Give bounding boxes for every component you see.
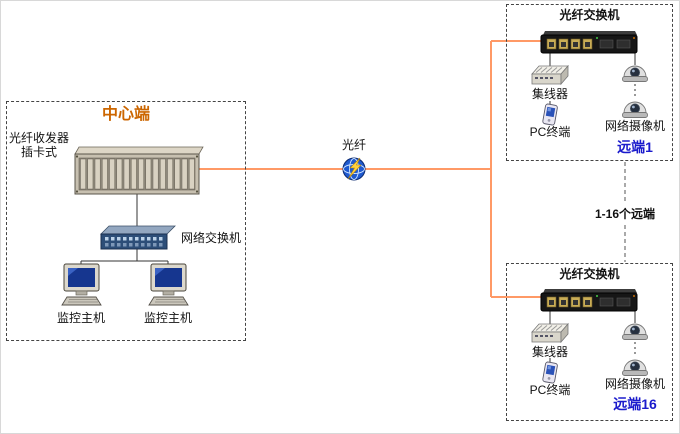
remote-1-name: 远端1: [617, 139, 653, 155]
fiber-label: 光纤: [341, 138, 366, 152]
dome-camera-icon: [620, 355, 650, 377]
remote16-cables: [549, 311, 636, 363]
remote-16-name: 远端16: [613, 396, 657, 412]
remote-1-title: 光纤交换机: [559, 8, 620, 22]
pc-terminal-label: PC终端: [529, 383, 571, 397]
fiber-switch-icon: [536, 27, 640, 57]
network-switch-icon: [97, 223, 177, 253]
dome-camera-icon: [620, 97, 650, 119]
monitor-host-icon: [58, 263, 104, 309]
network-camera-label: 网络摄像机: [604, 119, 665, 133]
globe-fiber-icon: [341, 156, 367, 182]
center-group-box: [6, 101, 246, 341]
dome-camera-icon: [620, 61, 650, 83]
pc-terminal-icon: [540, 103, 560, 127]
fiber-transceiver-rack-icon: [69, 144, 205, 196]
monitor-host-label-right: 监控主机: [143, 311, 192, 325]
remote-1-box: [506, 4, 673, 161]
remote1-cables: [549, 53, 636, 105]
fiber-switch-icon: [536, 285, 640, 315]
pc-terminal-icon: [540, 361, 560, 385]
hub-icon: [530, 64, 570, 88]
remote-range-label: 1-16个远端: [594, 207, 656, 221]
hub-label: 集线器: [531, 345, 568, 359]
hub-label: 集线器: [531, 87, 568, 101]
hub-icon: [530, 322, 570, 346]
monitor-host-icon: [145, 263, 191, 309]
center-title: 中心端: [101, 106, 150, 123]
dome-camera-icon: [620, 319, 650, 341]
transceiver-label-line2: 插卡式: [20, 145, 57, 160]
transceiver-label-line1: 光纤收发器: [8, 131, 69, 145]
network-switch-label: 网络交换机: [181, 231, 242, 245]
network-camera-label: 网络摄像机: [604, 377, 665, 391]
remote-16-box: [506, 263, 673, 421]
pc-terminal-label: PC终端: [529, 125, 571, 139]
remote-16-title: 光纤交换机: [559, 267, 620, 281]
monitor-host-label-left: 监控主机: [56, 311, 105, 325]
fiber-lines: [199, 40, 542, 298]
transceiver-label: 光纤收发器 插卡式: [5, 131, 73, 160]
